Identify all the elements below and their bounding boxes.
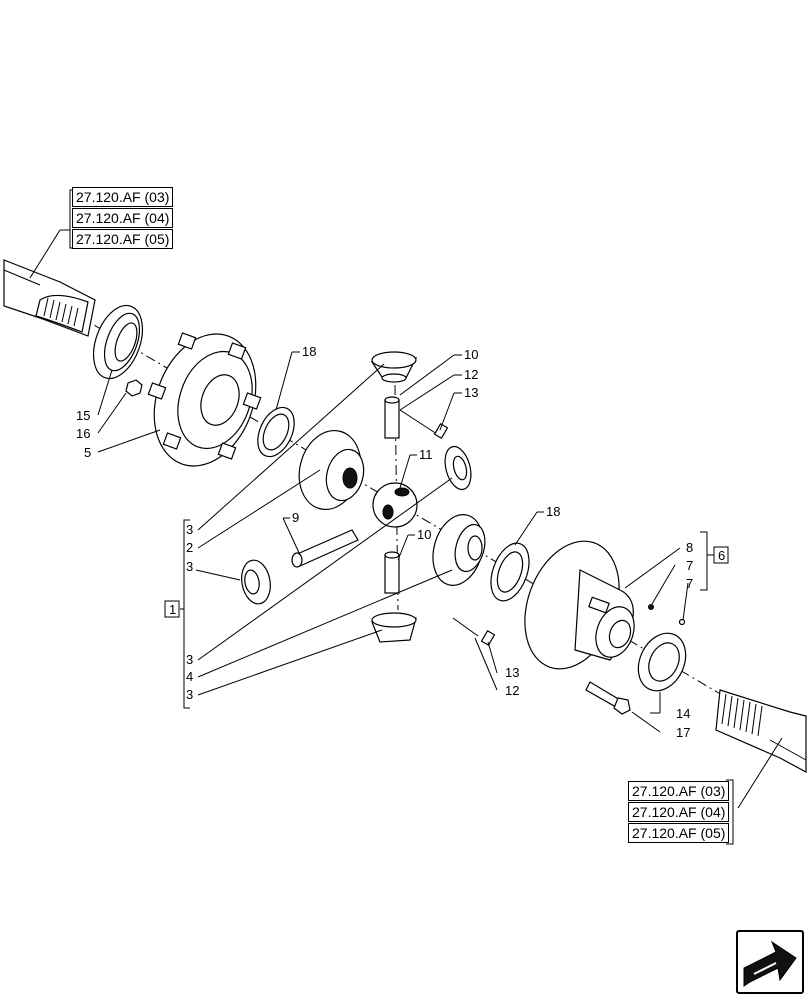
side-gear-2: [298, 429, 365, 511]
washer-18-right: [490, 542, 530, 602]
callout-12-bottom: 12: [505, 683, 519, 698]
callout-8: 8: [686, 540, 693, 555]
ref-link-bottom-03[interactable]: 27.120.AF (03): [628, 781, 730, 801]
callout-17: 17: [676, 725, 690, 740]
callout-7b: 7: [686, 576, 693, 591]
callout-10-top: 10: [464, 347, 478, 362]
housing-half-5: [147, 332, 262, 467]
right-axle-shaft: [715, 689, 807, 774]
callout-4: 4: [186, 669, 193, 684]
left-axle-shaft: [3, 259, 96, 337]
cross-shaft-9: [291, 529, 359, 568]
ref-link-bottom-04[interactable]: 27.120.AF (04): [628, 802, 730, 822]
callout-3-c: 3: [186, 652, 193, 667]
callout-12-top: 12: [464, 367, 478, 382]
callout-18-right: 18: [546, 504, 560, 519]
callout-11: 11: [419, 447, 433, 462]
callout-14: 14: [676, 706, 690, 721]
bevel-gear-3-left: [241, 559, 271, 605]
next-page-arrow-icon[interactable]: [736, 930, 804, 994]
bearing-15: [92, 304, 144, 380]
callout-3-d: 3: [186, 687, 193, 702]
ref-link-bottom-05[interactable]: 27.120.AF (05): [628, 823, 730, 843]
bolt-17: [585, 681, 631, 715]
callout-15: 15: [76, 408, 90, 423]
callout-13-top: 13: [464, 385, 478, 400]
bevel-gear-3-top: [370, 351, 418, 383]
callout-10-bottom: 10: [417, 527, 431, 542]
pin-10-top: [384, 396, 400, 439]
ref-link-top-04[interactable]: 27.120.AF (04): [72, 208, 174, 228]
kit-label-box: [713, 546, 729, 564]
pin-12-top: [399, 409, 441, 437]
callout-7a: 7: [686, 558, 693, 573]
callout-5: 5: [84, 445, 91, 460]
bearing-14: [637, 632, 687, 692]
callout-2: 2: [186, 540, 193, 555]
dowel-7a: [648, 604, 654, 610]
kit-label: 6: [718, 548, 725, 563]
leader-lines: [29, 229, 783, 809]
assembly-label: 1: [169, 602, 176, 617]
ref-link-top-03[interactable]: 27.120.AF (03): [72, 187, 174, 207]
bevel-gear-3-bottom: [371, 612, 417, 643]
callout-16: 16: [76, 426, 90, 441]
callout-3-b: 3: [186, 559, 193, 574]
callout-9: 9: [292, 510, 299, 525]
spider-11: [372, 482, 418, 528]
bevel-gear-3-right: [444, 445, 472, 491]
pin-12-bottom: [452, 617, 479, 637]
pin-10-bottom: [384, 551, 400, 594]
callout-18-left: 18: [302, 344, 316, 359]
ref-link-top-05[interactable]: 27.120.AF (05): [72, 229, 174, 249]
nut-16: [125, 379, 143, 397]
callout-3-a: 3: [186, 522, 193, 537]
dowel-7b: [678, 618, 686, 626]
callout-13-bottom: 13: [505, 665, 519, 680]
washer-18-left: [257, 406, 295, 458]
housing-8: [524, 540, 635, 670]
assembly-label-box: [164, 600, 180, 618]
side-gear-4: [432, 514, 486, 586]
pin-13-bottom: [480, 629, 496, 647]
pin-13-top: [433, 422, 449, 440]
